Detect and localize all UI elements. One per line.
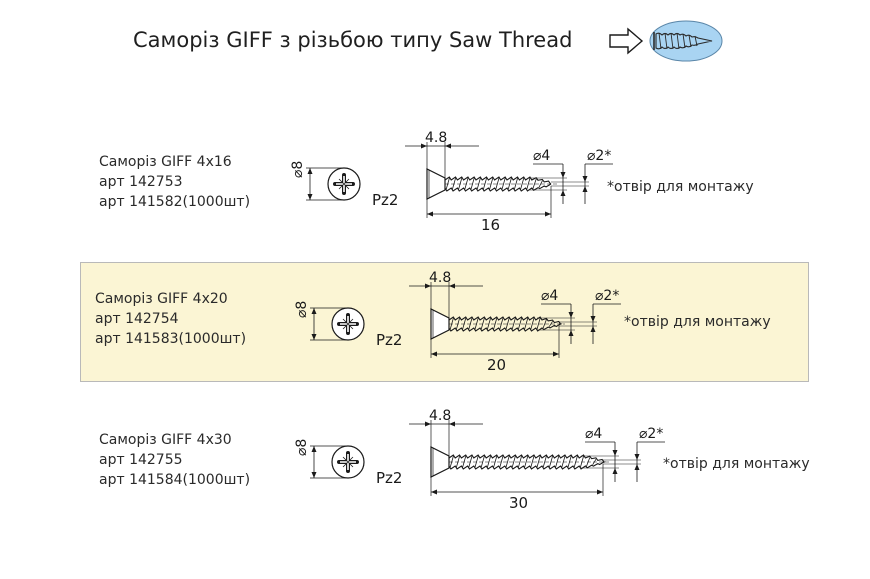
screw-article: арт 142753 <box>99 174 183 190</box>
head-diameter-label: ⌀8 <box>294 301 310 318</box>
head-diameter-label: ⌀8 <box>290 161 306 178</box>
screw-article: арт 142755 <box>99 452 183 468</box>
thread-type-icon-group <box>609 20 723 62</box>
head-height-label: 4.8 <box>429 270 451 286</box>
thread-helix <box>449 317 553 331</box>
pozi-marks <box>338 178 350 190</box>
screw-info: Саморіз GIFF 4x20 арт 142754 арт 141583(… <box>95 289 246 349</box>
screw-side-view <box>430 446 609 478</box>
length-arrow-left <box>427 211 433 217</box>
hole-dim-arrow-top <box>582 176 588 182</box>
screw-info: Саморіз GIFF 4x16 арт 142753 арт 141582(… <box>99 152 250 212</box>
hole-diameter-label: ⌀2* <box>595 288 619 304</box>
length-label: 16 <box>481 216 500 234</box>
pozidriv-head-icon <box>331 307 365 341</box>
screw-row-4x20: Саморіз GIFF 4x20 арт 142754 арт 141583(… <box>0 262 870 392</box>
mounting-hole-note: *отвір для монтажу <box>607 179 754 195</box>
head-height-arrow-left <box>425 421 431 427</box>
head-diameter-label: ⌀8 <box>294 439 310 456</box>
screw-side-view <box>430 308 565 340</box>
thread-diameter-label: ⌀4 <box>533 148 550 164</box>
screw-head-side <box>430 446 450 478</box>
page-title: Саморіз GIFF з різьбою типу Saw Thread <box>133 28 573 52</box>
head-height-arrow-right <box>449 421 455 427</box>
thread-dim-arrow-bottom <box>560 190 566 196</box>
screw-article: арт 142754 <box>95 311 179 327</box>
head-height-label: 4.8 <box>429 408 451 424</box>
screw-side-view <box>426 168 557 200</box>
thread-top-profile <box>448 316 562 325</box>
hole-dim-arrow-bottom <box>634 464 640 470</box>
thread-dim-arrow-bottom <box>612 468 618 474</box>
pozi-marks <box>342 456 354 468</box>
length-arrow-right <box>553 351 559 357</box>
thread-diameter-label: ⌀4 <box>585 426 602 442</box>
head-dim-arrow-bottom <box>311 334 317 340</box>
head-dim-arrow-top <box>307 168 313 174</box>
drive-label: Pz2 <box>376 331 402 349</box>
hole-dim-arrow-bottom <box>582 186 588 192</box>
pozi-marks <box>342 318 354 330</box>
thread-dim-arrow-bottom <box>568 330 574 336</box>
length-arrow-left <box>431 489 437 495</box>
screw-name: Саморіз GIFF 4x20 <box>95 291 228 307</box>
head-height-arrow-left <box>421 143 427 149</box>
drive-label: Pz2 <box>372 191 398 209</box>
thread-dim-arrow-top <box>560 172 566 178</box>
screw-article-bulk: арт 141583(1000шт) <box>95 331 247 347</box>
screw-row-4x16: Саморіз GIFF 4x16 арт 142753 арт 141582(… <box>0 128 870 258</box>
screw-info: Саморіз GIFF 4x30 арт 142755 арт 141584(… <box>99 430 250 490</box>
length-arrow-left <box>431 351 437 357</box>
head-dim-arrow-bottom <box>307 194 313 200</box>
head-height-arrow-right <box>449 283 455 289</box>
length-arrow-right <box>545 211 551 217</box>
screw-article-bulk: арт 141584(1000шт) <box>99 472 251 488</box>
length-arrow-right <box>597 489 603 495</box>
length-label: 30 <box>509 494 528 512</box>
head-dim-arrow-top <box>311 308 317 314</box>
hole-diameter-label: ⌀2* <box>587 148 611 164</box>
pozidriv-head-icon <box>331 445 365 479</box>
head-dim-arrow-top <box>311 446 317 452</box>
screw-article-bulk: арт 141582(1000шт) <box>99 194 251 210</box>
mounting-hole-note: *отвір для монтажу <box>624 314 771 330</box>
drive-label: Pz2 <box>376 469 402 487</box>
thread-diameter-label: ⌀4 <box>541 288 558 304</box>
hole-dim-arrow-top <box>634 454 640 460</box>
head-height-arrow-left <box>425 283 431 289</box>
screw-head-side <box>426 168 446 200</box>
thread-top-profile <box>448 454 606 463</box>
saw-thread-icon <box>649 20 723 62</box>
screw-name: Саморіз GIFF 4x16 <box>99 154 232 170</box>
hole-dim-arrow-bottom <box>590 326 596 332</box>
length-label: 20 <box>487 356 506 374</box>
head-height-arrow-right <box>445 143 451 149</box>
mounting-hole-note: *отвір для монтажу <box>663 456 810 472</box>
head-dim-arrow-bottom <box>311 472 317 478</box>
thread-dim-arrow-top <box>568 312 574 318</box>
pozidriv-head-icon <box>327 167 361 201</box>
hole-diameter-label: ⌀2* <box>639 426 663 442</box>
hole-dim-arrow-top <box>590 316 596 322</box>
screw-name: Саморіз GIFF 4x30 <box>99 432 232 448</box>
screw-head-side <box>430 308 450 340</box>
head-height-label: 4.8 <box>425 130 447 146</box>
outline-arrow-right-icon <box>609 27 644 55</box>
thread-dim-arrow-top <box>612 450 618 456</box>
screw-row-4x30: Саморіз GIFF 4x30 арт 142755 арт 141584(… <box>0 400 870 530</box>
